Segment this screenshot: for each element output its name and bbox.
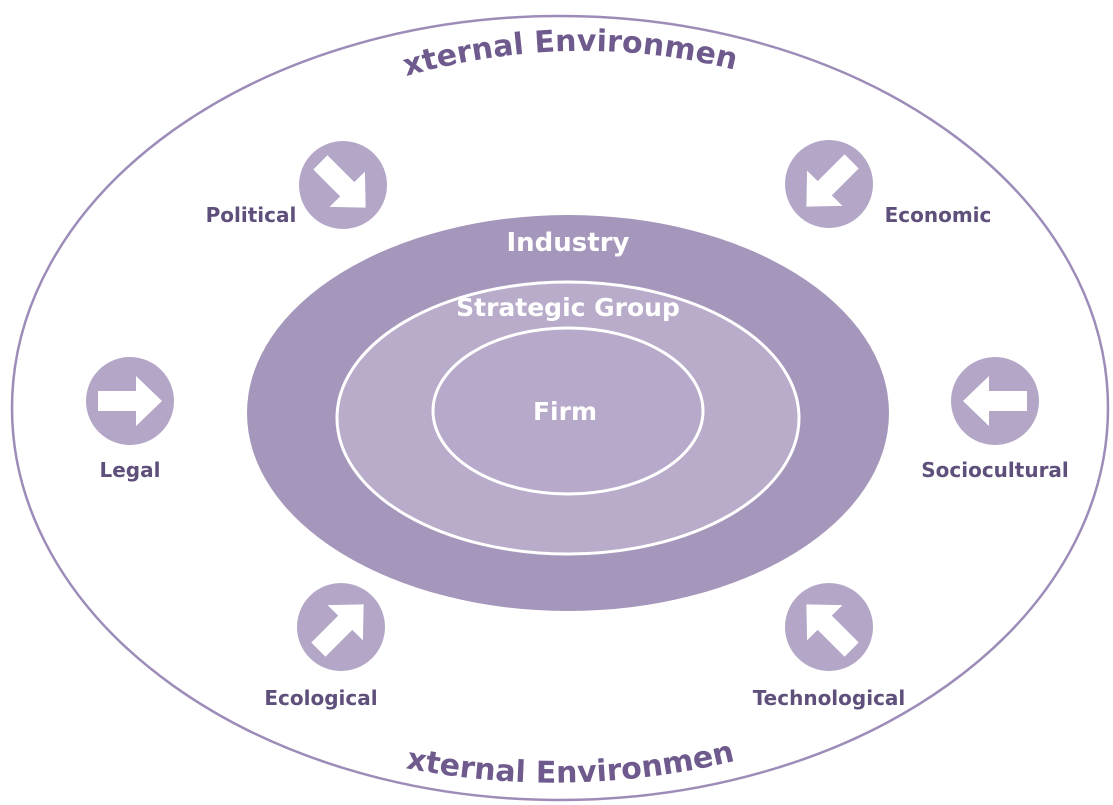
arrow-down-right-icon xyxy=(313,155,366,208)
ecological-label: Ecological xyxy=(264,686,377,710)
technological-force: Technological xyxy=(753,583,906,710)
legal-label: Legal xyxy=(100,458,161,482)
arrow-up-left-icon xyxy=(806,604,859,657)
legal-force: Legal xyxy=(86,357,174,482)
political-label: Political xyxy=(206,203,297,227)
technological-label: Technological xyxy=(753,686,906,710)
external-environment-ellipse xyxy=(10,14,1110,802)
arrow-right-icon xyxy=(98,376,162,426)
industry-label: Industry xyxy=(507,228,630,258)
arrow-up-right-icon xyxy=(311,604,364,657)
external-environment-title-top-text: External Environment xyxy=(0,0,741,84)
firm-label: Firm xyxy=(533,397,597,426)
external-environment-title-top: External Environment xyxy=(0,0,741,84)
political-force: Political xyxy=(206,141,387,229)
sociocultural-force: Sociocultural xyxy=(921,357,1069,482)
ecological-force: Ecological xyxy=(264,583,385,710)
economic-force: Economic xyxy=(785,140,991,228)
firm-core xyxy=(431,326,705,496)
strategic-group-label: Strategic Group xyxy=(456,293,680,322)
arrow-left-icon xyxy=(963,376,1027,426)
sociocultural-label: Sociocultural xyxy=(921,458,1069,482)
arrow-down-left-icon xyxy=(806,154,859,207)
economic-label: Economic xyxy=(885,203,992,227)
